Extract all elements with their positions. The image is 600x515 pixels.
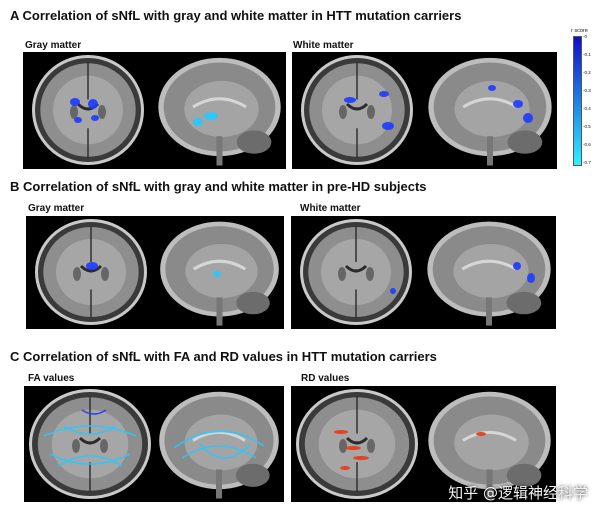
brain-scan-image xyxy=(301,55,552,166)
brain-scan-image xyxy=(32,55,281,166)
colorbar: r score -0 -0.1 -0.2 -0.3 -0.4 -0.5 -0.6 -0.7 xyxy=(571,28,595,172)
colorbar-tick-label: -0 xyxy=(583,34,588,39)
panel-c-rd-images xyxy=(291,386,556,502)
colorbar-tick-label: -0.2 xyxy=(583,70,591,75)
brain-scan-image xyxy=(29,389,279,499)
colorbar-tick-label: -0.5 xyxy=(583,124,591,129)
panel-c-title: C Correlation of sNfL with FA and RD val… xyxy=(10,349,437,364)
colorbar-tick-label: -0.4 xyxy=(583,106,591,111)
brain-scan-image xyxy=(35,219,279,326)
panel-a-gray-matter-label: Gray matter xyxy=(25,40,82,51)
colorbar-tick-label: -0.3 xyxy=(583,88,591,93)
panel-b-white-matter-label: White matter xyxy=(300,203,361,214)
brain-scan-image xyxy=(296,389,551,499)
colorbar-tick-label: -0.7 xyxy=(583,160,591,165)
panel-b-gray-matter-label: Gray matter xyxy=(28,203,85,214)
panel-c-fa-values-label: FA values xyxy=(28,373,75,384)
panel-b-title: B Correlation of sNfL with gray and whit… xyxy=(10,179,427,194)
panel-c-rd-values-label: RD values xyxy=(301,373,350,384)
colorbar-title: r score xyxy=(571,28,588,34)
panel-c-fa-images xyxy=(24,386,284,502)
panel-b-gray-matter-images xyxy=(26,216,284,329)
brain-scan-image xyxy=(300,219,551,326)
panel-a-white-matter-images xyxy=(292,52,557,169)
panel-b-white-matter-images xyxy=(291,216,556,329)
colorbar-tick-label: -0.6 xyxy=(583,142,591,147)
colorbar-tick-label: -0.1 xyxy=(583,52,591,57)
panel-a-gray-matter-images xyxy=(23,52,286,169)
colorbar-gradient xyxy=(573,36,582,166)
panel-a-title: A Correlation of sNfL with gray and whit… xyxy=(10,8,462,23)
panel-a-white-matter-label: White matter xyxy=(293,40,354,51)
watermark-text: 知乎 @逻辑神经科学 xyxy=(448,484,588,502)
